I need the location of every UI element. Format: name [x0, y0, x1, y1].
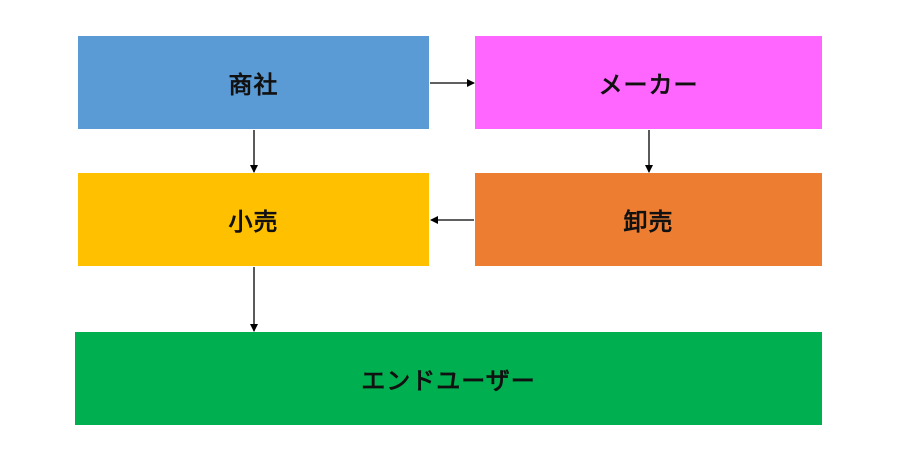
- node-maker-label: メーカー: [598, 71, 699, 99]
- node-wholesale-label: 卸売: [623, 208, 674, 236]
- node-wholesale: 卸売: [475, 173, 822, 266]
- node-end-user: エンドユーザー: [75, 332, 822, 425]
- node-trading-company-label: 商社: [228, 71, 279, 99]
- node-retail-label: 小売: [228, 208, 279, 236]
- node-end-user-label: エンドユーザー: [361, 367, 536, 395]
- node-maker: メーカー: [475, 36, 822, 129]
- node-retail: 小売: [78, 173, 429, 266]
- node-trading-company: 商社: [78, 36, 429, 129]
